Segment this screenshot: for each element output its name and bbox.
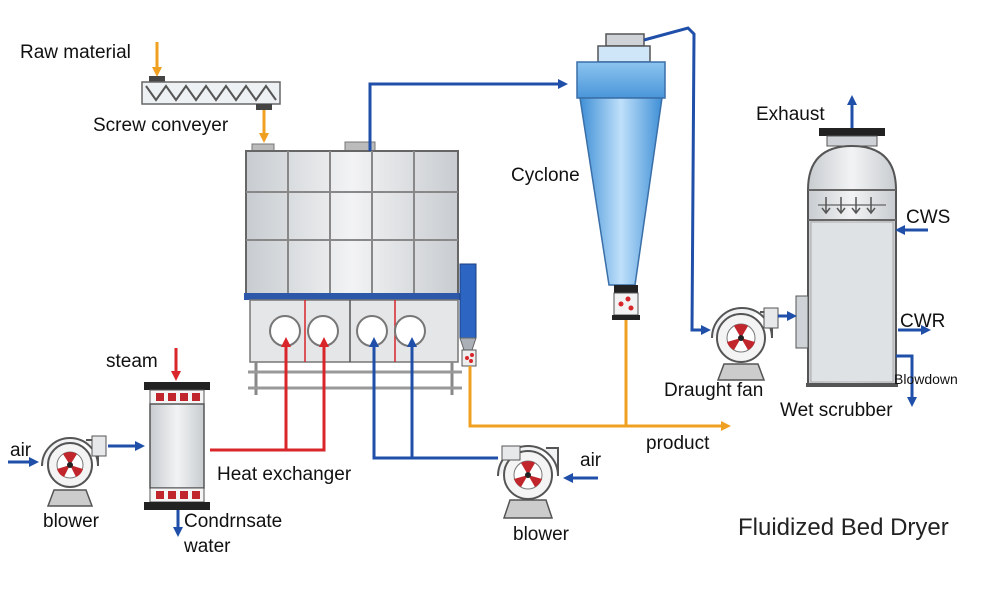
condensate-label-line2: water (184, 536, 231, 557)
screw-conveyer-label: Screw conveyer (93, 115, 229, 136)
wet-scrubber-label: Wet scrubber (780, 400, 893, 421)
steam-lines (171, 337, 329, 452)
blower-left-label: blower (43, 511, 99, 532)
heat-exchanger (144, 382, 210, 510)
air-lines (8, 26, 931, 537)
blower-bottom-label: blower (513, 524, 569, 545)
heat-exchanger-label: Heat exchanger (217, 464, 352, 485)
air-right-label: air (580, 450, 602, 471)
condensate-label-line1: Condrnsate (184, 511, 283, 532)
blower-left (41, 435, 107, 507)
fluid-bed-dryer (244, 141, 477, 395)
steam-label: steam (106, 351, 158, 372)
draught-fan (711, 307, 779, 381)
draught-fan-label: Draught fan (664, 380, 764, 401)
cyclone-label: Cyclone (511, 165, 580, 186)
screw-conveyer (141, 42, 281, 143)
raw-material-label: Raw material (20, 42, 131, 63)
diagram-title: Fluidized Bed Dryer (738, 514, 949, 541)
air-left-label: air (10, 440, 32, 461)
product-label: product (646, 433, 710, 454)
product-lines (468, 320, 731, 431)
wet-scrubber (795, 128, 898, 387)
blowdown-label: Blowdown (894, 371, 958, 387)
blower-bottom (497, 445, 559, 519)
cwr-label: CWR (900, 311, 946, 332)
exhaust-label: Exhaust (756, 104, 825, 125)
cyclone (576, 33, 666, 320)
cws-label: CWS (906, 207, 951, 228)
